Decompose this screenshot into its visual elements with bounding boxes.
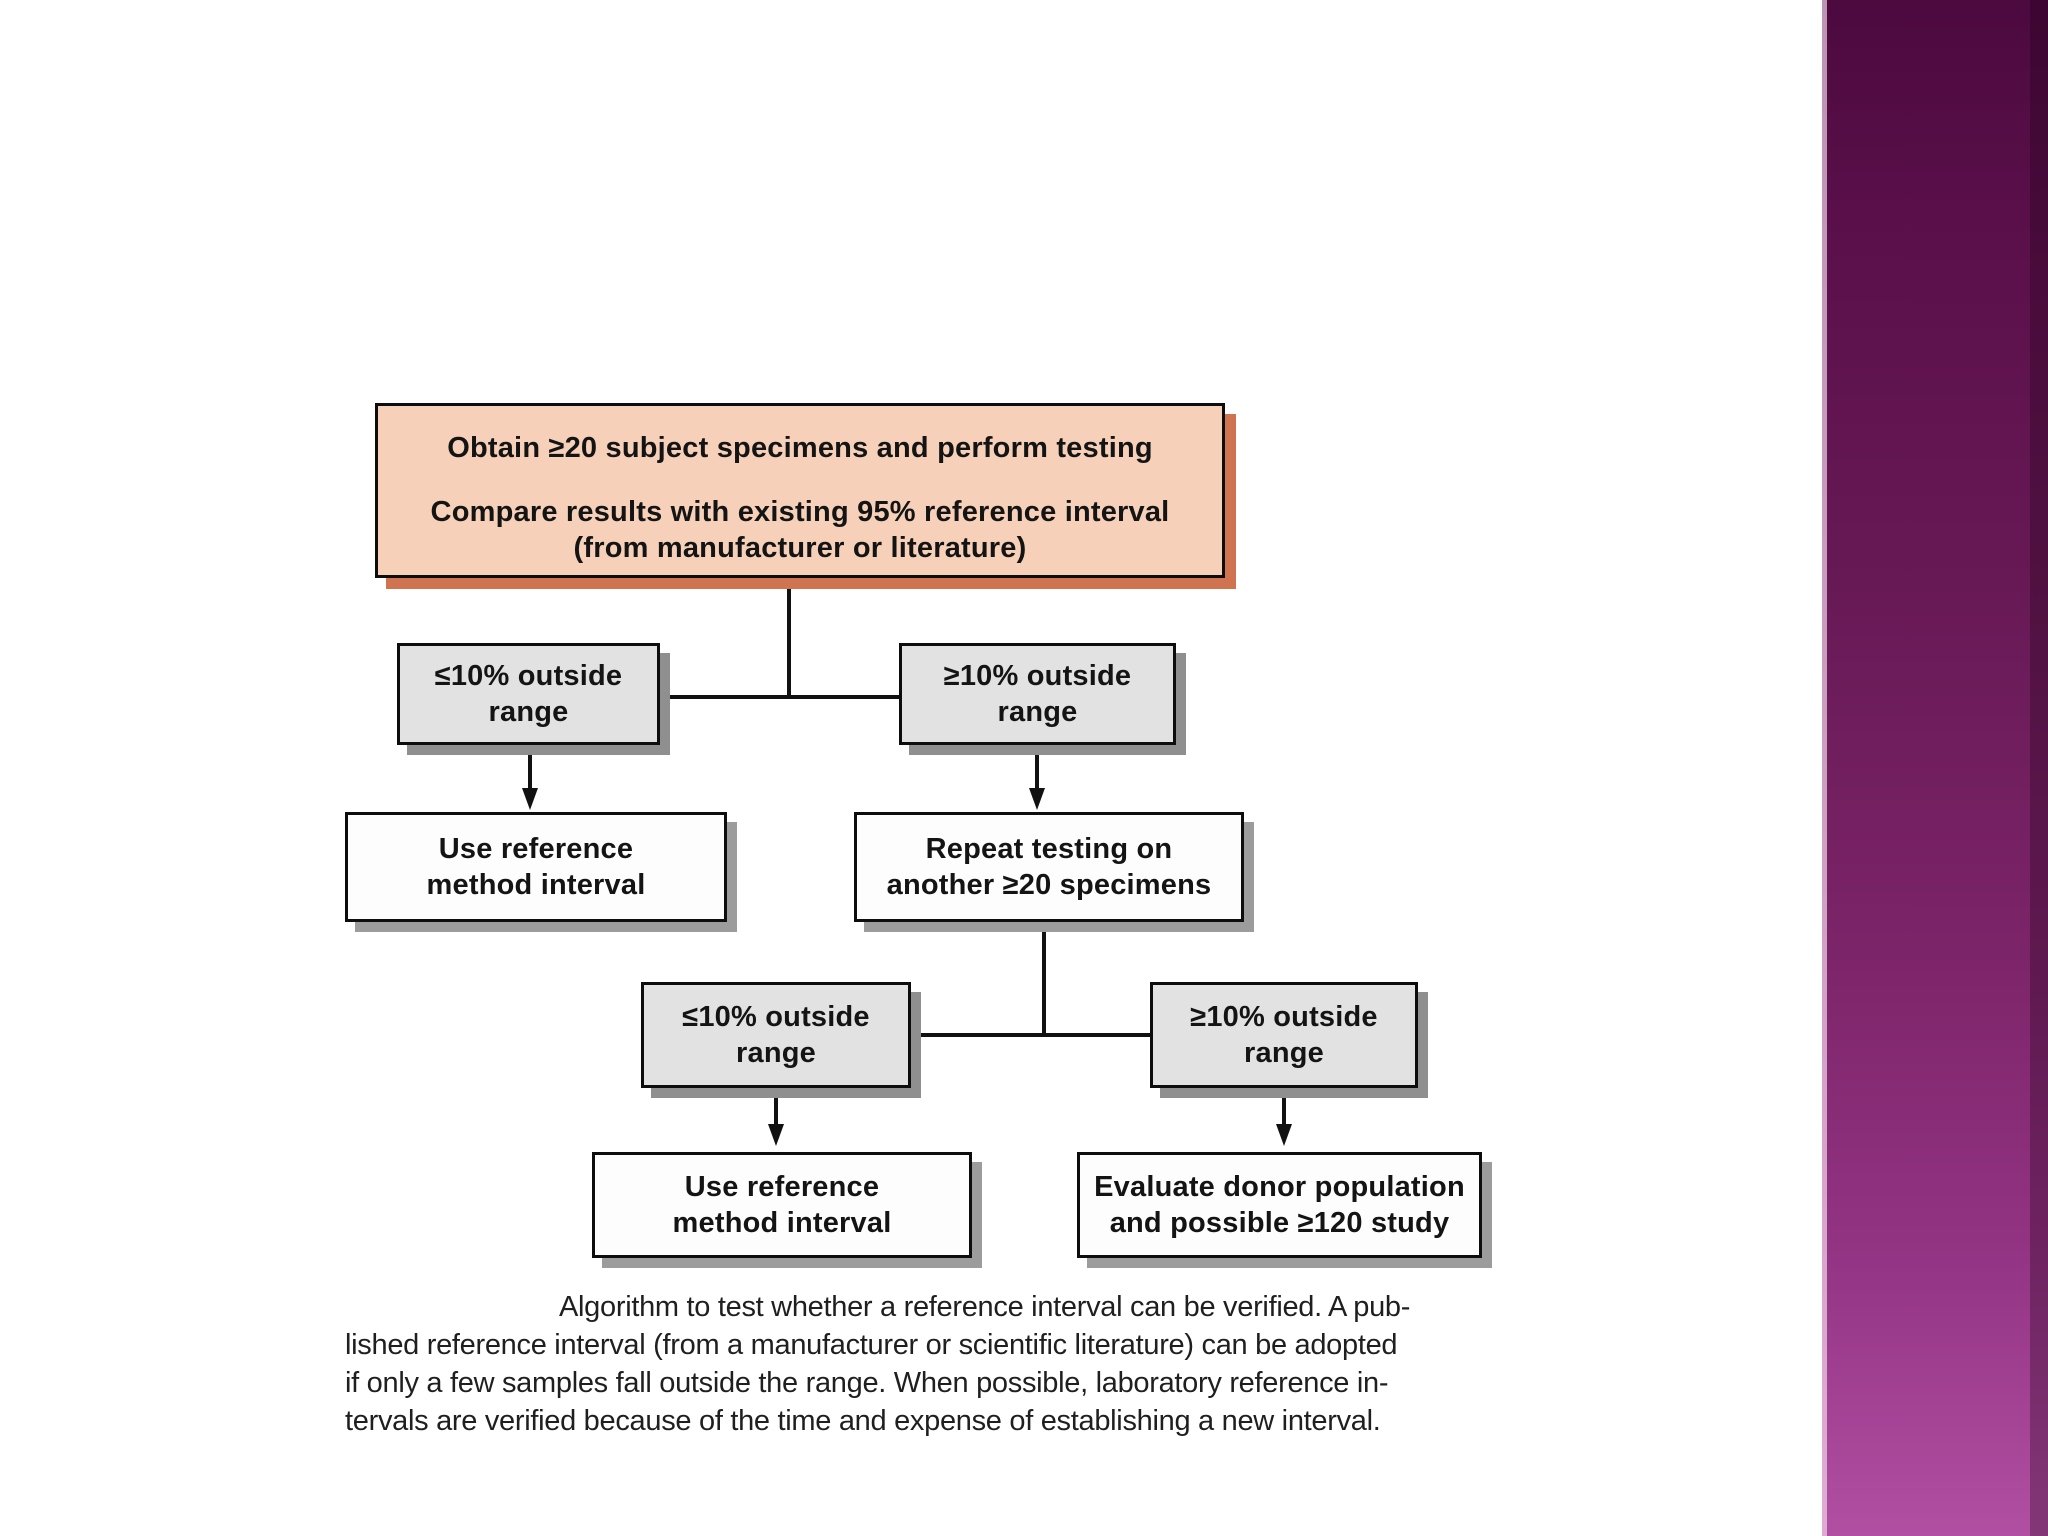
flow-node-text: Evaluate donor population [1094,1171,1465,1203]
flow-node-text: ≥10% outside [1190,1001,1378,1033]
flow-node-branch2-right: ≥10% outside range [1150,982,1418,1088]
flow-node-text: Repeat testing on [925,833,1173,865]
flow-node-use-reference-2: Use reference method interval [592,1152,972,1258]
flow-node-text: ≤10% outside [434,660,623,692]
flow-node-text: Use reference [684,1171,880,1203]
flow-node-text: method interval [426,869,646,901]
flow-node-repeat-testing: Repeat testing on another ≥20 specimens [854,812,1244,922]
flow-node-evaluate: Evaluate donor population and possible ≥… [1077,1152,1482,1258]
flow-node-text: range [488,696,569,728]
flow-node-text: ≥10% outside [943,660,1132,692]
flow-node-branch2-left: ≤10% outside range [641,982,911,1088]
arrowhead [1276,1124,1292,1146]
caption-line: lished reference interval (from a manufa… [345,1329,1398,1361]
slide-accent-band [1822,0,2048,1536]
flow-node-text: range [1244,1037,1324,1069]
flow-node-text: Use reference [438,833,634,865]
flow-node-text: Obtain ≥20 subject specimens and perform… [447,432,1153,464]
arrowhead [1029,788,1045,810]
flow-node-branch1-left: ≤10% outside range [397,643,660,745]
caption-line: tervals are verified because of the time… [345,1405,1381,1437]
caption-line: Algorithm to test whether a reference in… [559,1291,1411,1323]
arrowhead [768,1124,784,1146]
flow-node-text: method interval [672,1207,892,1239]
band-highlight-edge [1822,0,1827,1536]
flow-node-text: Compare results with existing 95% refere… [430,496,1170,528]
caption-line: if only a few samples fall outside the r… [345,1367,1389,1399]
flow-node-use-reference-1: Use reference method interval [345,812,727,922]
flow-node-start: Obtain ≥20 subject specimens and perform… [375,403,1225,578]
band-dark-edge [2030,0,2048,1536]
arrowhead [522,788,538,810]
flow-node-text: range [997,696,1078,728]
flow-node-text: range [736,1037,816,1069]
figure-caption: Algorithm to test whether a reference in… [345,1288,1575,1440]
flow-node-text: another ≥20 specimens [886,869,1212,901]
flow-node-branch1-right: ≥10% outside range [899,643,1176,745]
flow-node-text: (from manufacturer or literature) [573,532,1027,564]
flow-node-text: ≤10% outside [682,1001,870,1033]
flow-node-text: and possible ≥120 study [1109,1207,1450,1239]
